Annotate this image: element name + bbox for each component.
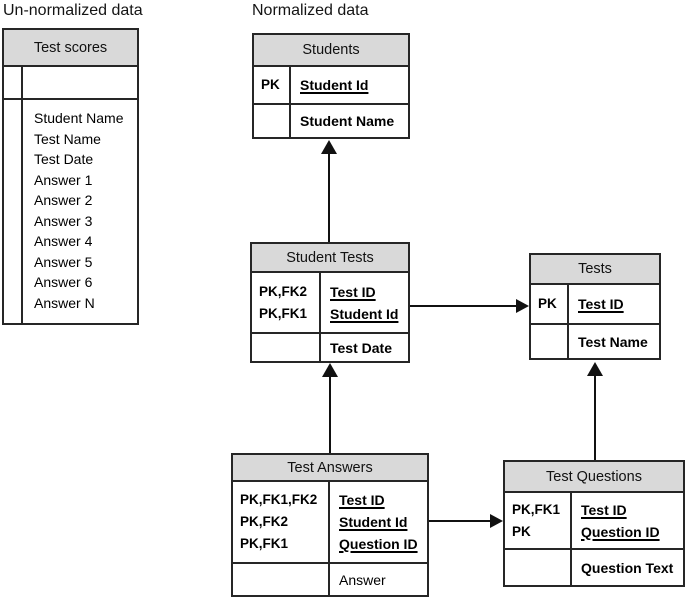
students-body: PK Student Id Student Name xyxy=(254,67,408,137)
student-tests-attrs: Test Date xyxy=(321,332,408,361)
attribute: Answer xyxy=(339,571,386,588)
test-questions-key-fields: Test ID Question ID xyxy=(572,493,683,548)
key-field: Test ID xyxy=(330,283,376,300)
student-tests-body: PK,FK2 PK,FK1 Test ID Student Id Test Da… xyxy=(252,273,408,361)
key-field: Student Id xyxy=(339,514,408,530)
attribute: Question Text xyxy=(581,559,674,576)
key-field: Question ID xyxy=(581,523,660,540)
arrowhead-up-icon xyxy=(321,140,337,154)
students-key-labels: PK xyxy=(254,67,291,103)
entity-test-answers: Test Answers PK,FK1,FK2 PK,FK2 PK,FK1 Te… xyxy=(231,453,429,597)
key-field: Test ID xyxy=(339,492,385,508)
field-item: Answer 5 xyxy=(34,253,93,270)
test-scores-keycol xyxy=(4,98,23,323)
test-answers-key-fields: Test ID Student Id Question ID xyxy=(330,482,427,562)
test-scores-field-list: Student Name Test Name Test Date Answer … xyxy=(23,98,137,323)
test-questions-key-labels: PK,FK1 PK xyxy=(505,493,572,548)
tests-key-labels: PK xyxy=(531,285,569,323)
entity-test-questions: Test Questions PK,FK1 PK Test ID Questio… xyxy=(503,460,685,587)
test-answers-attrs: Answer xyxy=(330,562,427,595)
key-label: PK,FK1 xyxy=(512,501,561,517)
tests-body: PK Test ID Test Name xyxy=(531,285,659,358)
key-field: Student Id xyxy=(300,77,369,93)
arrow-line xyxy=(594,375,596,460)
attribute: Student Name xyxy=(300,113,395,129)
test-scores-keycol-empty xyxy=(4,67,23,98)
arrowhead-right-icon xyxy=(490,514,503,528)
arrow-line xyxy=(429,520,491,522)
key-label: PK,FK1 xyxy=(259,305,308,321)
key-label: PK,FK1,FK2 xyxy=(240,492,318,507)
arrow-line xyxy=(329,376,331,453)
field-item: Answer N xyxy=(34,294,95,311)
student-tests-title: Student Tests xyxy=(286,249,374,266)
test-answers-body: PK,FK1,FK2 PK,FK2 PK,FK1 Test ID Student… xyxy=(233,482,427,595)
tests-attr-keycol xyxy=(531,323,569,358)
unnormalized-heading: Un-normalized data xyxy=(3,2,143,19)
student-tests-key-labels: PK,FK2 PK,FK1 xyxy=(252,273,321,332)
key-label: PK,FK2 xyxy=(259,283,308,299)
key-field: Test ID xyxy=(581,501,627,518)
student-tests-key-fields: Test ID Student Id xyxy=(321,273,408,332)
attribute: Test Name xyxy=(578,333,648,350)
test-questions-body: PK,FK1 PK Test ID Question ID Question T… xyxy=(505,493,683,585)
key-label: PK xyxy=(261,77,280,92)
key-field: Student Id xyxy=(330,305,399,322)
key-label: PK xyxy=(538,296,557,311)
entity-student-tests: Student Tests PK,FK2 PK,FK1 Test ID Stud… xyxy=(250,242,410,363)
field-item: Answer 6 xyxy=(34,274,93,290)
test-scores-header: Test scores xyxy=(4,30,137,67)
test-questions-attr-keycol xyxy=(505,548,572,585)
field-item: Answer 1 xyxy=(34,171,93,188)
test-answers-key-labels: PK,FK1,FK2 PK,FK2 PK,FK1 xyxy=(233,482,330,562)
arrowhead-right-icon xyxy=(516,299,529,313)
test-answers-header: Test Answers xyxy=(233,455,427,482)
field-item: Student Name xyxy=(34,110,124,126)
test-scores-title: Test scores xyxy=(33,39,108,56)
students-key-fields: Student Id xyxy=(291,67,408,103)
test-questions-attrs: Question Text xyxy=(572,548,683,585)
normalized-heading: Normalized data xyxy=(252,2,369,19)
entity-tests: Tests PK Test ID Test Name xyxy=(529,253,661,360)
students-attrs: Student Name xyxy=(291,103,408,137)
arrow-line xyxy=(410,305,517,307)
key-label: PK xyxy=(512,523,531,539)
test-questions-header: Test Questions xyxy=(505,462,683,493)
students-attr-keycol xyxy=(254,103,291,137)
field-item: Answer 2 xyxy=(34,192,93,208)
attribute: Test Date xyxy=(330,339,392,356)
test-questions-title: Test Questions xyxy=(546,468,642,485)
student-tests-attr-keycol xyxy=(252,332,321,361)
test-scores-table: Test scores Student Name Test Name Test … xyxy=(2,28,139,325)
field-item: Test Date xyxy=(34,151,94,167)
students-header: Students xyxy=(254,35,408,67)
arrowhead-up-icon xyxy=(322,363,338,377)
field-item: Answer 4 xyxy=(34,233,93,249)
tests-header: Tests xyxy=(531,255,659,285)
key-label: PK,FK1 xyxy=(240,536,289,551)
entity-students: Students PK Student Id Student Name xyxy=(252,33,410,139)
key-label: PK,FK2 xyxy=(240,514,289,529)
field-item: Answer 3 xyxy=(34,212,93,229)
student-tests-header: Student Tests xyxy=(252,244,408,273)
test-answers-title: Test Answers xyxy=(287,459,373,476)
tests-title: Tests xyxy=(578,261,612,277)
arrowhead-up-icon xyxy=(587,362,603,376)
arrow-line xyxy=(328,153,330,242)
test-scores-empty-row xyxy=(23,67,137,98)
key-field: Question ID xyxy=(339,536,418,552)
test-scores-body: Student Name Test Name Test Date Answer … xyxy=(4,67,137,323)
field-item: Test Name xyxy=(34,130,101,147)
students-title: Students xyxy=(302,42,360,58)
test-answers-attr-keycol xyxy=(233,562,330,595)
tests-key-fields: Test ID xyxy=(569,285,659,323)
tests-attrs: Test Name xyxy=(569,323,659,358)
key-field: Test ID xyxy=(578,296,624,312)
